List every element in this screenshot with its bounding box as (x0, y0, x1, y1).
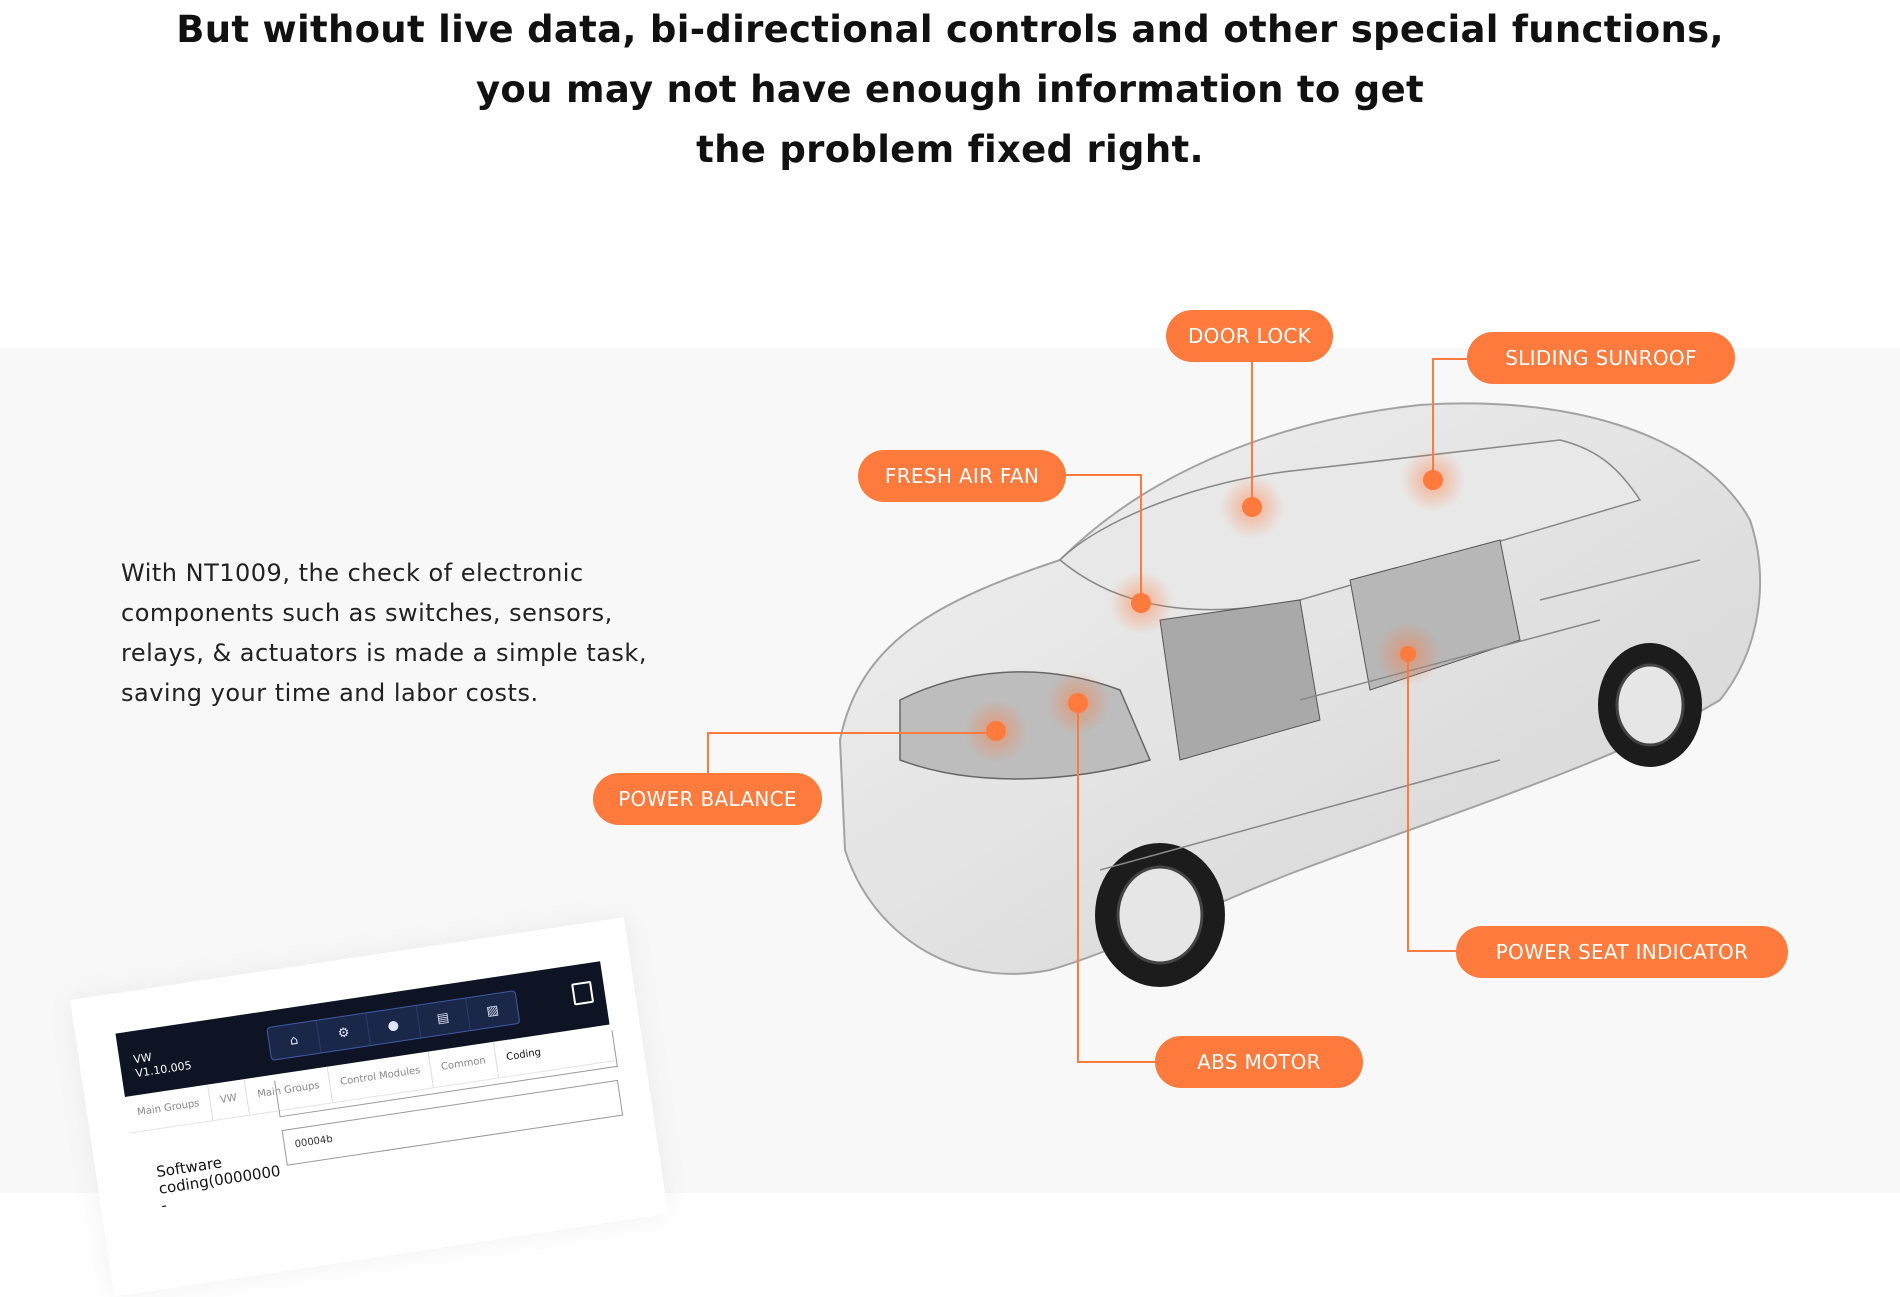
home-icon: ⌂ (267, 1020, 322, 1060)
vci-icon (571, 980, 595, 1006)
headline-line: you may not have enough information to g… (476, 68, 1424, 111)
hotspot-dot (964, 699, 1028, 763)
record-icon: ● (366, 1005, 422, 1045)
abs-motor-label[interactable]: ABS MOTOR (1155, 1036, 1363, 1088)
document-icon: ▤ (416, 998, 471, 1038)
description-line: saving your time and labor costs. (121, 679, 539, 707)
sunroof-line (1432, 358, 1467, 480)
callout-lines (707, 358, 1467, 1063)
fresh-air-fan-label[interactable]: FRESH AIR FAN (858, 450, 1066, 502)
hotspot-dot (1401, 448, 1465, 512)
breadcrumb-item: VW (207, 1078, 251, 1121)
description-line: With NT1009, the check of electronic (121, 559, 584, 587)
power-seat-indicator-label[interactable]: POWER SEAT INDICATOR (1456, 926, 1788, 978)
hotspot-dot (1376, 622, 1440, 686)
headline: But without live data, bi-directional co… (0, 0, 1900, 180)
door-lock-label[interactable]: DOOR LOCK (1166, 310, 1333, 362)
tablet-version-info: VW V1.10.005 (133, 1045, 193, 1081)
hotspot-dot (1109, 571, 1173, 635)
car-illustration (707, 358, 1761, 1063)
headline-line: the problem fixed right. (696, 128, 1204, 171)
description-line: relays, & actuators is made a simple tas… (121, 639, 647, 667)
description-line: components such as switches, sensors, (121, 599, 613, 627)
sliding-sunroof-label[interactable]: SLIDING SUNROOF (1467, 332, 1735, 384)
power-balance-label[interactable]: POWER BALANCE (593, 773, 822, 825)
gear-icon: ⚙ (316, 1013, 372, 1053)
feature-description: With NT1009, the check of electronic com… (121, 553, 681, 713)
hotspot-dot (1220, 475, 1284, 539)
power-balance-line (707, 732, 996, 773)
image-icon: ▨ (485, 1002, 500, 1019)
hotspots (964, 448, 1465, 763)
headline-line: But without live data, bi-directional co… (176, 8, 1724, 51)
abs-motor-line (1077, 703, 1155, 1063)
power-seat-line (1407, 654, 1456, 952)
tablet-field-label: Software coding(0000000 - (155, 1153, 282, 1215)
fresh-air-fan-line (1066, 474, 1142, 603)
hotspot-dot (1046, 671, 1110, 735)
